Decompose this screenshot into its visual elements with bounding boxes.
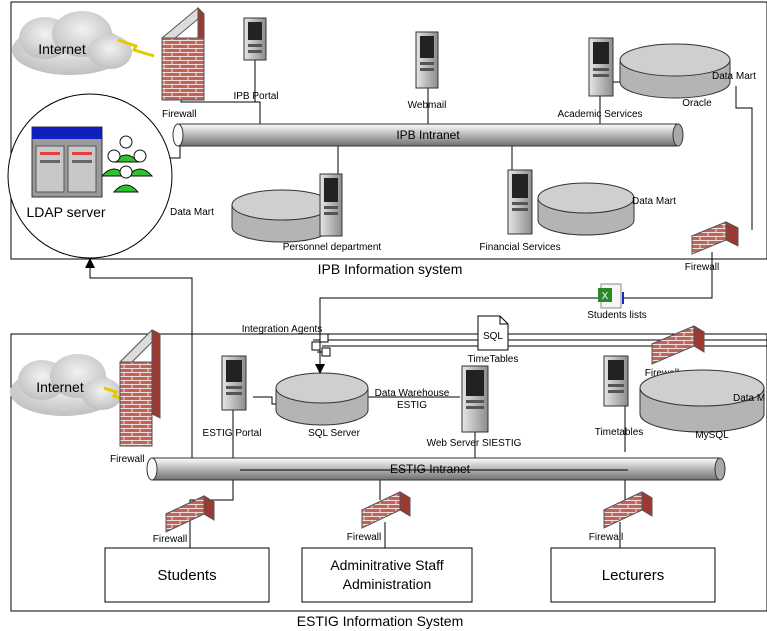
mysql-label: MySQL xyxy=(695,430,729,441)
financial-data-mart-label: Data Mart xyxy=(632,196,676,207)
timetables-document-label: TimeTables xyxy=(468,354,519,365)
svg-text:X: X xyxy=(602,291,609,302)
sql-server-label: SQL Server xyxy=(308,428,361,439)
link-firewall-icon xyxy=(690,221,740,255)
web-server-siestig-icon xyxy=(461,365,489,433)
financial-label: Financial Services xyxy=(479,242,560,253)
data-warehouse-line2: ESTIG xyxy=(397,400,427,411)
estig-top-firewall-label: Firewall xyxy=(645,368,679,379)
academic-services-label: Academic Services xyxy=(557,109,642,120)
estig-intranet-pipe xyxy=(146,457,726,481)
oracle-label: Oracle xyxy=(682,98,712,109)
sql-server-database-icon xyxy=(275,372,369,426)
personnel-label: Personnel department xyxy=(283,242,382,253)
estig-internet-cloud-icon xyxy=(10,354,122,416)
ipb-firewall-label: Firewall xyxy=(162,109,196,120)
ipb-portal-server-icon xyxy=(243,17,267,61)
estig-system-boundary xyxy=(10,333,767,612)
oracle-database-icon xyxy=(619,43,731,99)
estig-intranet-label: ESTIG Intranet xyxy=(390,462,471,476)
link-firewall-label: Firewall xyxy=(685,262,719,273)
ipb-firewall-icon xyxy=(161,6,205,101)
data-warehouse-line1: Data Warehouse xyxy=(375,388,450,399)
administration-line2: Administration xyxy=(343,576,432,592)
users-group-icon xyxy=(100,135,154,193)
ipb-intranet-pipe xyxy=(172,123,684,147)
admin-firewall-label: Firewall xyxy=(347,532,381,543)
estig-internet-label: Internet xyxy=(36,379,84,395)
estig-portal-label: ESTIG Portal xyxy=(203,428,262,439)
personnel-server-icon xyxy=(319,173,343,237)
timetables-server-label: Timetables xyxy=(595,427,644,438)
sql-document-icon xyxy=(477,315,509,351)
ipb-intranet-label: IPB Intranet xyxy=(396,128,460,142)
oracle-data-mart-label: Data Mart xyxy=(712,71,756,82)
ldap-server-node xyxy=(7,93,173,259)
timetables-server-icon xyxy=(603,355,629,407)
ldap-arrowhead xyxy=(85,258,95,268)
students-label: Students xyxy=(157,567,216,584)
admin-firewall-icon xyxy=(360,491,412,529)
ldap-server-label: LDAP server xyxy=(26,204,105,220)
webmail-label: Webmail xyxy=(408,100,447,111)
academic-services-server-icon xyxy=(588,37,614,97)
lecturers-label: Lecturers xyxy=(602,567,665,584)
lecturers-box xyxy=(550,547,716,603)
estig-portal-server-icon xyxy=(221,355,247,411)
integration-agents-icon xyxy=(311,333,331,357)
administration-line1: Adminitrative Staff xyxy=(330,557,443,573)
mysql-data-mart-label: Data M xyxy=(733,393,765,404)
integration-agents-line1: Integration Agents xyxy=(242,324,323,335)
estig-firewall-icon xyxy=(119,329,161,447)
estig-system-caption: ESTIG Information System xyxy=(297,613,464,629)
lecturers-firewall-label: Firewall xyxy=(589,532,623,543)
ipb-lightning-icon xyxy=(117,38,155,58)
web-server-siestig-label: Web Server SIESTIG xyxy=(427,438,522,449)
financial-database-icon xyxy=(537,182,635,236)
mysql-database-icon xyxy=(639,369,765,433)
personnel-data-mart-label: Data Mart xyxy=(170,207,214,218)
students-firewall-icon xyxy=(164,495,216,533)
administration-box xyxy=(301,547,473,603)
ipb-internet-label: Internet xyxy=(38,41,86,57)
personnel-database-icon xyxy=(231,189,333,243)
students-box xyxy=(104,547,270,603)
financial-server-icon xyxy=(507,169,533,235)
estig-top-firewall-icon xyxy=(650,325,706,365)
sql-document-label: SQL xyxy=(483,331,503,342)
excel-file-icon: X xyxy=(598,283,622,309)
ipb-internet-cloud-icon xyxy=(12,11,132,75)
students-lists-label: Students lists xyxy=(587,310,646,321)
estig-firewall-label: Firewall xyxy=(110,454,144,465)
lecturers-firewall-icon xyxy=(602,491,654,529)
ipb-portal-label: IPB Portal xyxy=(233,91,278,102)
webmail-server-icon xyxy=(415,31,439,89)
students-firewall-label: Firewall xyxy=(153,534,187,545)
ipb-system-caption: IPB Information system xyxy=(318,261,463,277)
sql-arrowhead xyxy=(315,364,325,374)
